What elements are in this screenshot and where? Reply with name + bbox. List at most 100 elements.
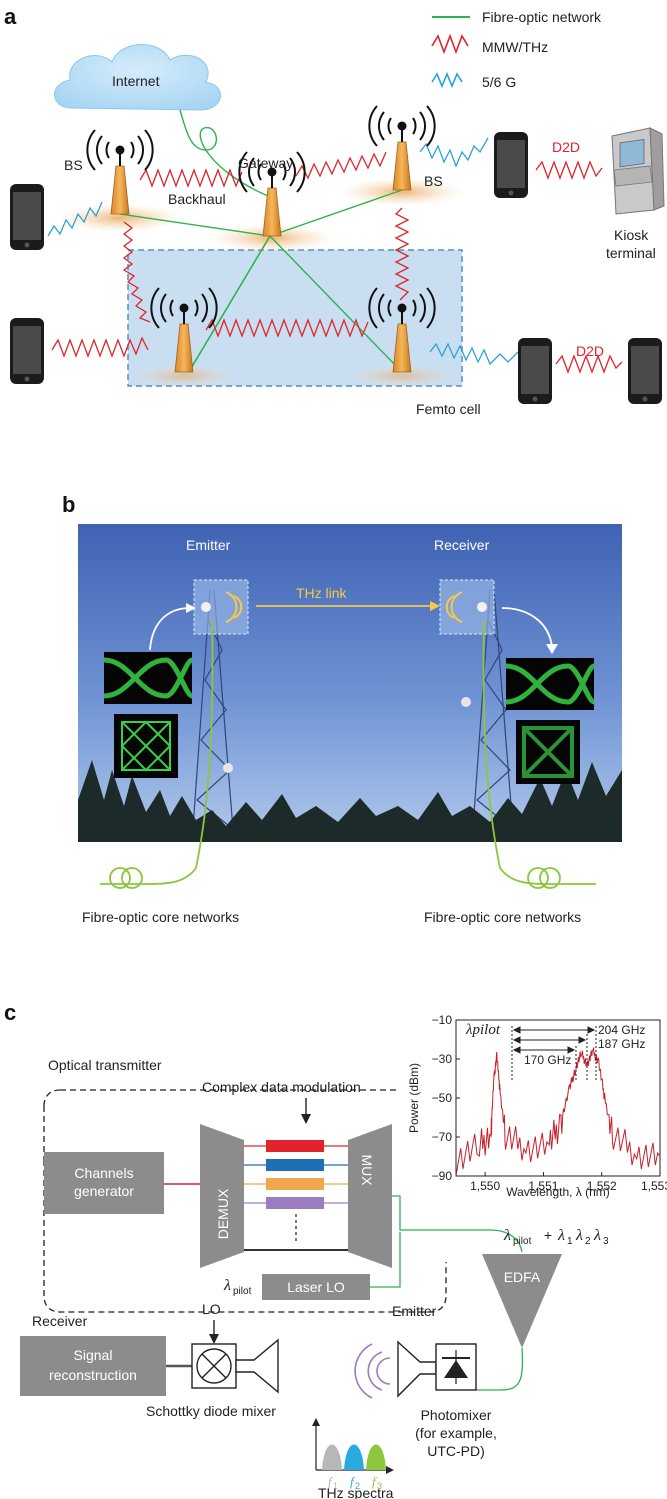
thz-link-label: THz link	[296, 585, 348, 601]
y-tick-label: −30	[432, 1052, 453, 1066]
mod-channel-4	[266, 1197, 324, 1209]
modulation-label: Complex data modulation	[202, 1079, 361, 1095]
tree-line	[78, 760, 622, 842]
receiver-label: Receiver	[434, 537, 490, 553]
arrow-out-receiver-head	[546, 644, 558, 654]
svg-text:2: 2	[355, 1481, 360, 1491]
svg-text:f: f	[328, 1474, 334, 1489]
x-tick-label: 1,551	[528, 1179, 558, 1193]
svg-text:1: 1	[333, 1481, 338, 1491]
optical-fibre-lines	[370, 1195, 524, 1391]
gateway-label: Gateway	[238, 155, 293, 171]
legend-fibre-label: Fibre-optic network	[482, 9, 602, 25]
y-axis-label: Power (dBm)	[407, 1063, 421, 1133]
x-axis-label: Wavelength, λ (nm)	[506, 1185, 610, 1199]
eye-diagram-receiver	[505, 658, 596, 710]
svg-text:λ: λ	[593, 1227, 601, 1244]
constellation-emitter	[114, 714, 178, 778]
fibre-right	[482, 619, 596, 885]
laser-lo-box	[262, 1274, 370, 1300]
d2d-top-label: D2D	[552, 139, 580, 155]
thz-spectra: f 1 f 2 f 3	[312, 1418, 394, 1491]
panel-a: a Fibre-optic network MMW/THz 5/6 G Inte…	[4, 4, 665, 417]
channels-label-2: generator	[74, 1183, 134, 1199]
panel-b-label: b	[62, 492, 75, 517]
demux-label: DEMUX	[215, 1188, 231, 1239]
signal-label-2: reconstruction	[49, 1367, 137, 1383]
svg-text:λ: λ	[503, 1227, 511, 1244]
svg-text:1: 1	[567, 1236, 573, 1247]
thz-wave-icon	[354, 1343, 391, 1399]
y-tick-label: −10	[432, 1013, 453, 1027]
transmitter-boundary	[43, 1089, 447, 1313]
mux-label: MUX	[359, 1154, 375, 1186]
bs-right-label: BS	[424, 173, 443, 189]
spectrum-f3	[366, 1444, 386, 1470]
spectrum-f2	[344, 1444, 364, 1470]
femto-cell-label: Femto cell	[416, 401, 481, 417]
fibre-coil-right	[527, 867, 561, 889]
receiver-horn-icon	[235, 1338, 279, 1394]
fibre-left	[100, 619, 214, 885]
shadow-femto-left	[130, 365, 238, 387]
legend-5g-swatch	[431, 71, 463, 89]
phone-left-bottom	[10, 318, 44, 384]
mod-channel-2	[266, 1159, 324, 1171]
lo-label: LO	[202, 1301, 221, 1317]
5g-links	[47, 137, 519, 366]
channels-generator-box	[44, 1152, 164, 1214]
demux-block	[200, 1124, 244, 1268]
emitter-label: Emitter	[392, 1303, 437, 1319]
plot-area	[455, 1019, 661, 1177]
d2d-bottom-label: D2D	[576, 343, 604, 359]
arrow-out-receiver	[501, 607, 553, 647]
receiver-unit	[439, 579, 495, 635]
arrow-into-emitter	[149, 607, 191, 651]
edfa-label: EDFA	[504, 1269, 541, 1285]
kiosk-terminal-icon	[611, 127, 665, 215]
lambda-sum-label: λ pilot + λ 1 λ 2 λ 3	[503, 1227, 609, 1247]
mixer-symbol	[191, 1343, 237, 1389]
pilot-symbol: λ	[223, 1277, 231, 1294]
internet-label: Internet	[112, 73, 160, 89]
tower-bs-left	[86, 129, 154, 215]
shadow-femto-right	[348, 365, 456, 387]
phone-femto-right	[518, 338, 552, 404]
legend-mmw-label: MMW/THz	[482, 39, 548, 55]
photomixer-label-3: UTC-PD)	[427, 1443, 485, 1459]
thz-spectra-title: THz spectra	[318, 1485, 394, 1499]
signal-reconstruction-box	[20, 1336, 166, 1396]
emitter-label: Emitter	[186, 537, 231, 553]
channels-label-1: Channels	[74, 1165, 133, 1181]
mux-block	[348, 1124, 392, 1268]
constellation-receiver	[516, 720, 580, 784]
core-network-left-label: Fibre-optic core networks	[82, 909, 239, 925]
internet-cloud: Internet	[54, 44, 221, 111]
photomixer-label-2: (for example,	[415, 1425, 497, 1441]
dish-left	[223, 763, 233, 773]
annot-204: 204 GHz	[598, 1023, 645, 1037]
mmw-links	[51, 151, 623, 374]
svg-text:f: f	[350, 1474, 356, 1489]
receiver-label: Receiver	[32, 1313, 88, 1329]
fibre-coil-left	[109, 867, 143, 889]
svg-text:+: +	[540, 1227, 556, 1243]
y-tick-label: −50	[432, 1091, 453, 1105]
phone-right-top	[494, 132, 528, 198]
mod-channel-3	[266, 1178, 324, 1190]
backhaul-label: Backhaul	[168, 191, 226, 207]
modulation-channels	[244, 1140, 348, 1251]
arrow-into-emitter-head	[186, 603, 196, 613]
mod-channel-1	[266, 1140, 324, 1152]
svg-text:3: 3	[603, 1236, 609, 1247]
y-tick-label: −70	[432, 1130, 453, 1144]
mixer-label: Schottky diode mixer	[146, 1403, 276, 1419]
panel-c: c Optical transmitter Complex data modul…	[4, 1000, 667, 1499]
x-tick-label: 1,552	[587, 1179, 617, 1193]
laser-lo-label: Laser LO	[287, 1279, 345, 1295]
kiosk-label-1: Kiosk	[614, 227, 649, 243]
svg-text:f: f	[372, 1474, 378, 1489]
svg-text:pilot: pilot	[513, 1236, 532, 1247]
emitter-unit	[193, 579, 249, 635]
